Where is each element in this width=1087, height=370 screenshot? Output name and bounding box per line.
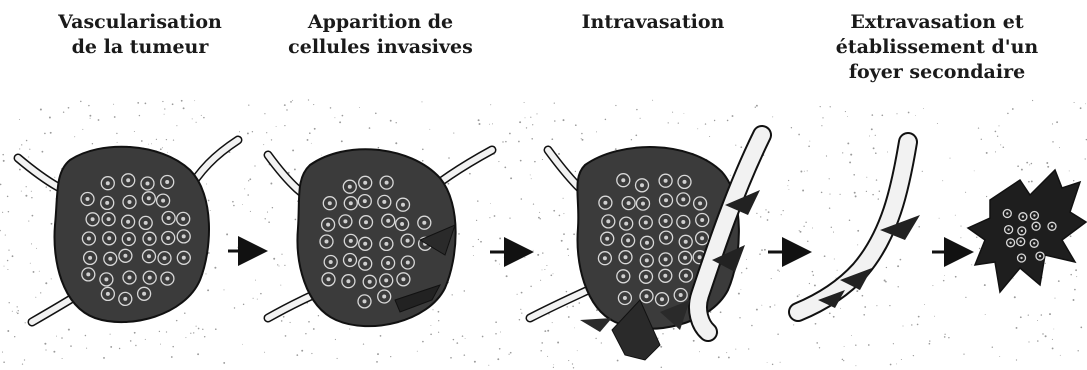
- tumor-stage-2: [268, 149, 492, 326]
- tumor-mass: [54, 147, 209, 322]
- tumor-stage-4: [798, 142, 1086, 312]
- tumor-stage-1: [18, 140, 238, 322]
- invasive-cell: [580, 318, 612, 332]
- secondary-tumor: [968, 170, 1086, 292]
- tumor-stage-3: [530, 135, 762, 360]
